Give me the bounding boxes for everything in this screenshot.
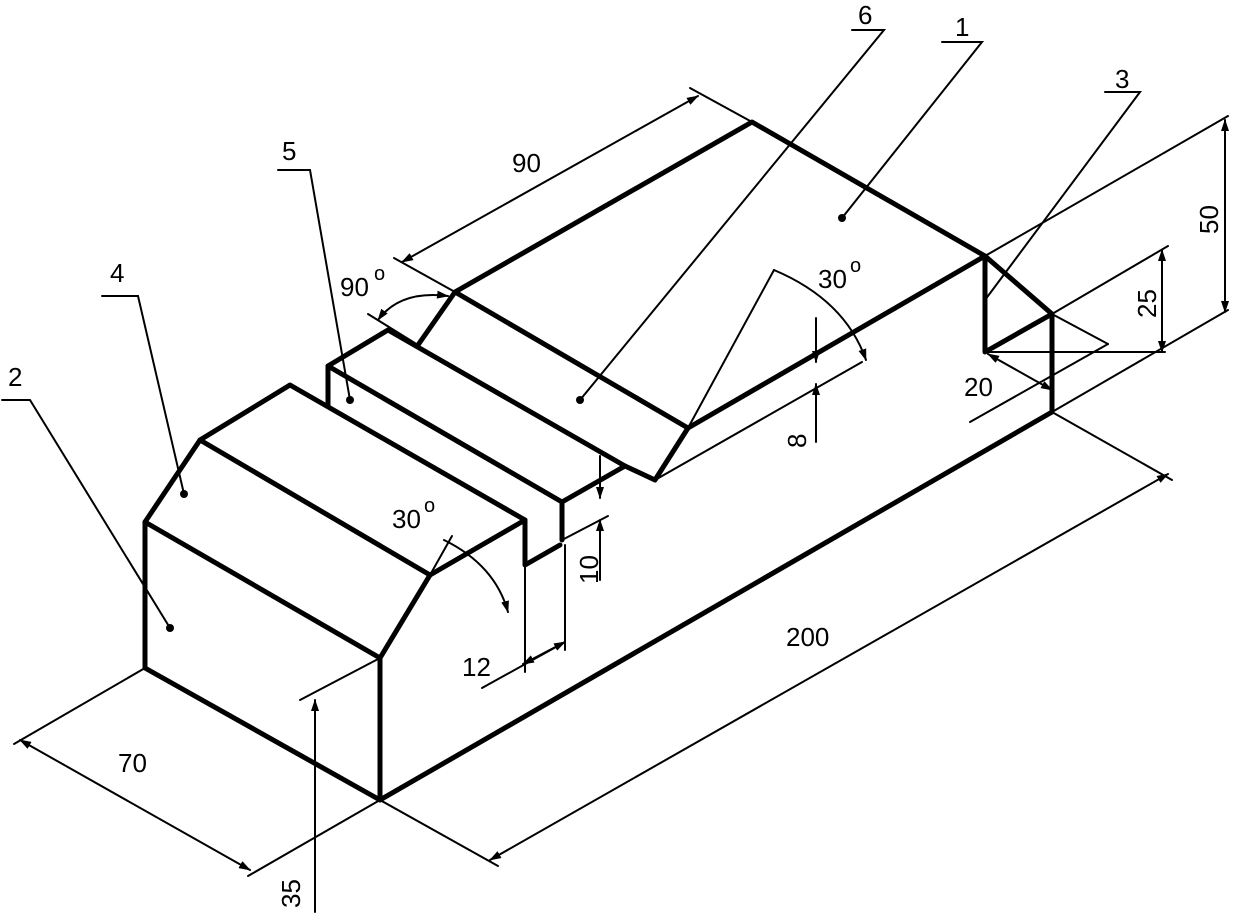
angle-top-30: 30 [818, 264, 847, 294]
dim-90: 90 [512, 148, 541, 178]
callout-1: 1 [955, 12, 969, 42]
angle-left-30: 30 [392, 504, 421, 534]
callout-3: 3 [1115, 64, 1129, 94]
angle-top-30-degree: o [850, 255, 861, 277]
dim-200: 200 [786, 622, 829, 652]
leader-lines [1, 29, 1142, 629]
dim-70: 70 [118, 748, 147, 778]
angle-left-30-degree: o [424, 495, 435, 517]
angle-90: 90 [340, 272, 369, 302]
surface-dot-6 [576, 396, 584, 404]
callout-2: 2 [8, 362, 22, 392]
dimension-lines [13, 87, 1229, 913]
callout-4: 4 [110, 258, 124, 288]
surface-dot-1 [838, 214, 846, 222]
surface-dot-5 [346, 396, 354, 404]
surface-dot-2 [166, 624, 174, 632]
part-outline [142, 119, 1055, 803]
dim-50: 50 [1194, 205, 1224, 234]
surface-dot-4 [180, 490, 188, 498]
callout-5: 5 [282, 136, 296, 166]
dim-10: 10 [574, 555, 604, 584]
angle-90-degree: o [374, 263, 385, 285]
dim-20: 20 [964, 372, 993, 402]
dim-25: 25 [1132, 289, 1162, 318]
callout-6: 6 [858, 0, 872, 30]
dim-8: 8 [782, 434, 812, 448]
dim-35: 35 [276, 879, 306, 908]
dim-12: 12 [462, 652, 491, 682]
